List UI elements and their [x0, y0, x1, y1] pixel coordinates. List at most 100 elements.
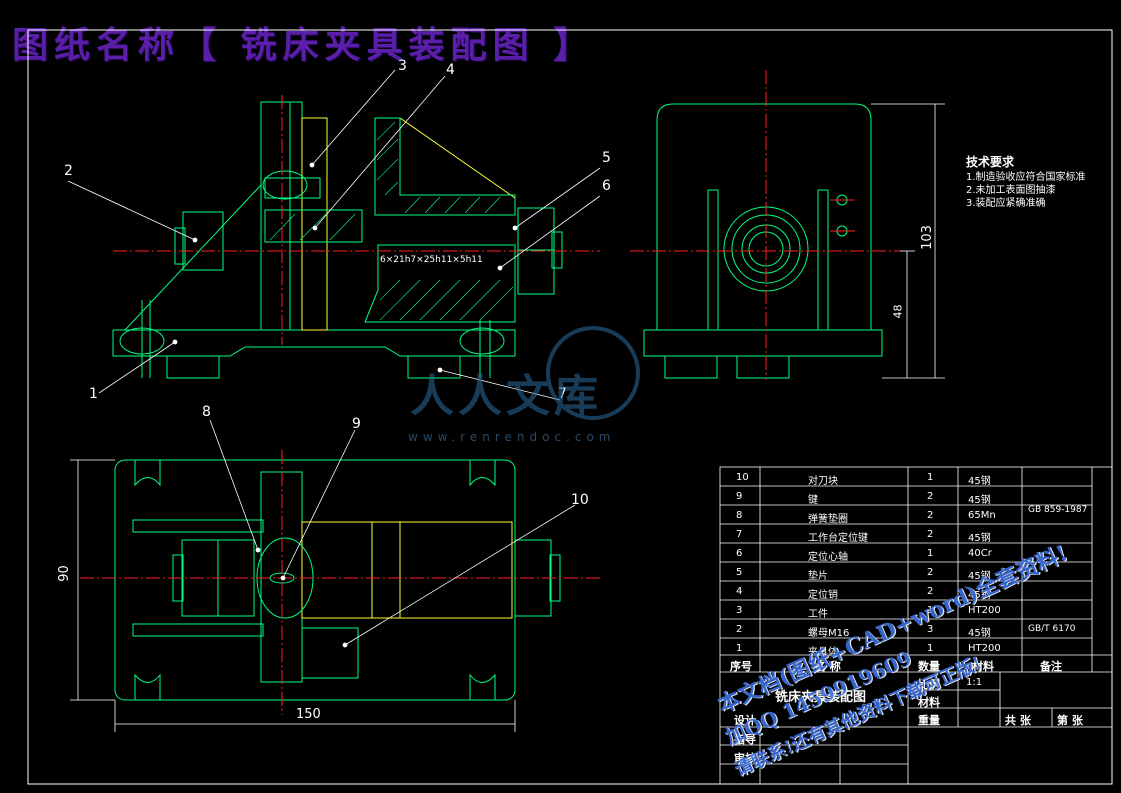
bom-header-note: 备注 — [1040, 660, 1062, 673]
key-section — [264, 209, 363, 243]
technical-requirements: 技术要求 1.制造验收应符合国家标准 2.未加工表面图抽漆 3.装配应紧确准确 — [966, 156, 1086, 210]
rib-line — [124, 184, 262, 331]
bom-cell-material: 45钢 — [968, 533, 991, 544]
bom-cell-no: 4 — [736, 586, 743, 597]
base-bolt-right — [459, 327, 505, 355]
bom-cell-material: 40Cr — [968, 548, 992, 559]
bom-cell-note: GB 859-1987 — [1028, 505, 1088, 515]
bom-cell-no: 1 — [736, 643, 743, 654]
titleblock-review: 审核 — [734, 752, 756, 765]
balloon-9: 9 — [352, 416, 361, 432]
bom-cell-material: 45钢 — [968, 495, 991, 506]
bom-cell-material: 45钢 — [968, 590, 991, 601]
bom-cell-no: 7 — [736, 529, 743, 540]
bom-cell-name: 键 — [808, 495, 818, 506]
balloon-3: 3 — [398, 58, 407, 74]
mandrel-section — [364, 244, 516, 323]
side-view — [630, 70, 945, 380]
bom-cell-name: 垫片 — [808, 571, 828, 582]
bom-cell-qty: 1 — [927, 472, 934, 483]
tech-item: 2.未加工表面图抽漆 — [966, 185, 1056, 196]
bom-header-no: 序号 — [730, 660, 752, 673]
titleblock-sheet-no: 第 张 — [1057, 714, 1083, 727]
titleblock-design: 设计 — [734, 714, 756, 727]
bom-cell-material: 45钢 — [968, 476, 991, 487]
bom-cell-no: 9 — [736, 491, 743, 502]
watermark-url: www.renrendoc.com — [408, 430, 616, 444]
side-body — [656, 103, 872, 330]
set-block — [301, 627, 359, 679]
bom-cell-material: HT200 — [968, 605, 1001, 616]
bom-cell-qty: 2 — [927, 491, 934, 502]
bom-header-material: 材料 — [972, 660, 994, 673]
drawing-title-banner: 图纸名称【 铣床夹具装配图 】 — [12, 24, 596, 66]
balloon-10: 10 — [571, 492, 589, 508]
bom-cell-material: 45钢 — [968, 571, 991, 582]
bom-cell-name: 工作台定位键 — [808, 533, 868, 544]
workpiece-arm — [375, 117, 516, 199]
bom-cell-name: 定位心轴 — [808, 552, 848, 563]
nut-left — [182, 211, 224, 271]
top-view — [70, 450, 600, 732]
base-body — [112, 329, 516, 357]
titleblock-scale-label: 比例 — [918, 678, 940, 691]
bom-cell-qty: 2 — [927, 529, 934, 540]
tech-item: 3.装配应紧确准确 — [966, 198, 1046, 209]
pin-left — [262, 170, 308, 200]
tech-item: 1.制造验收应符合国家标准 — [966, 172, 1086, 183]
tech-heading: 技术要求 — [966, 155, 1015, 169]
bom-cell-qty: 1 — [927, 605, 934, 616]
bom-cell-name: 夹具体 — [808, 647, 838, 658]
balloon-2: 2 — [64, 163, 73, 179]
titleblock-scale-value: 1:1 — [966, 677, 983, 688]
bom-cell-qty: 3 — [927, 624, 934, 635]
dim-width: 150 — [296, 707, 321, 722]
bom-cell-no: 5 — [736, 567, 743, 578]
bom-cell-material: HT200 — [968, 643, 1001, 654]
bom-cell-no: 6 — [736, 548, 743, 559]
bom-cell-material: 65Mn — [968, 510, 996, 521]
titleblock-weight-label: 重量 — [918, 714, 940, 727]
drawing-frame — [27, 29, 1113, 785]
balloon-8: 8 — [202, 404, 211, 420]
titleblock-drawing-name: 铣床夹具装配图 — [775, 690, 867, 705]
bom-cell-name: 弹簧垫圈 — [808, 514, 848, 525]
front-view — [112, 95, 600, 379]
dim-height: 103 — [919, 225, 935, 250]
watermark-brand: 人人文库 — [410, 371, 602, 422]
workpiece-body — [301, 117, 328, 331]
bom-cell-qty: 2 — [927, 586, 934, 597]
bom-cell-material: 45钢 — [968, 628, 991, 639]
bom-cell-name: 工件 — [808, 609, 828, 620]
base-foot-left — [166, 355, 220, 379]
titleblock-sheets-total: 共 张 — [1005, 714, 1031, 727]
balloon-5: 5 — [602, 150, 611, 166]
bom-cell-qty: 2 — [927, 567, 934, 578]
bom-cell-name: 对刀块 — [808, 476, 838, 487]
top-base — [114, 459, 516, 701]
titleblock-material-label: 材料 — [918, 696, 940, 709]
bom-cell-note: GB/T 6170 — [1028, 624, 1076, 634]
bom-cell-qty: 1 — [927, 548, 934, 559]
watermark-ring-icon — [546, 326, 640, 420]
base-foot-right — [407, 355, 461, 379]
balloon-4: 4 — [446, 62, 455, 78]
bom-cell-qty: 2 — [927, 510, 934, 521]
bom-cell-name: 螺母M16 — [808, 628, 850, 639]
bom-row-lines — [720, 485, 1112, 765]
bom-cell-no: 10 — [736, 472, 749, 483]
watermark: 人人文库 www.renrendoc.com — [402, 322, 702, 452]
balloon-6: 6 — [602, 178, 611, 194]
bom-cell-qty: 1 — [927, 643, 934, 654]
bom-header-name: 名 称 — [815, 660, 841, 673]
titleblock-guide: 指导 — [734, 733, 756, 746]
bom-cell-no: 8 — [736, 510, 743, 521]
bom-header-qty: 数量 — [918, 660, 940, 673]
v-block — [374, 117, 516, 216]
bom-cell-name: 定位销 — [808, 590, 838, 601]
dim-depth: 90 — [56, 565, 72, 582]
bom-cell-no: 3 — [736, 605, 743, 616]
spline-callout: 6×21h7×25h11×5h11 — [380, 255, 483, 265]
balloon-1: 1 — [89, 386, 98, 402]
